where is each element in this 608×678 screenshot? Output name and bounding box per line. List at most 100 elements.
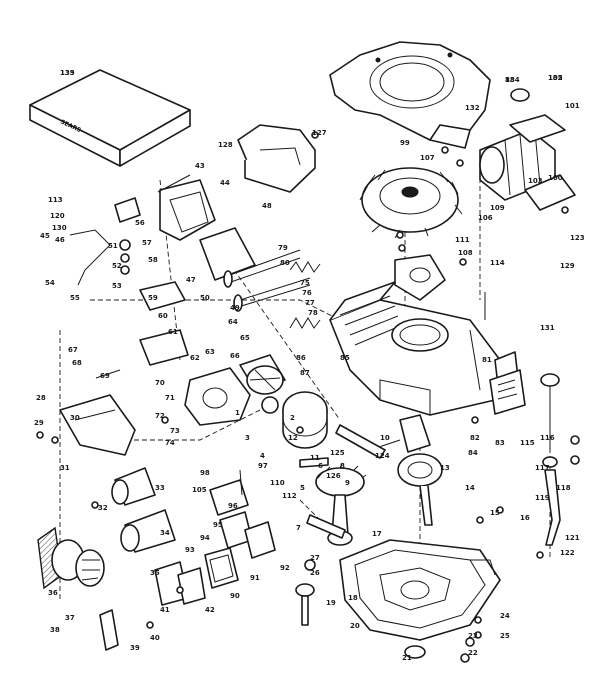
part-callout-52: 52	[112, 262, 122, 270]
part-callout-135: 135	[548, 74, 563, 82]
part-callout-70: 70	[155, 379, 165, 387]
part-callout-131: 131	[540, 324, 555, 332]
part-callout-6: 6	[318, 462, 323, 470]
part-callout-44: 44	[220, 179, 230, 187]
muffler-assembly	[479, 88, 576, 211]
fuel-filter	[111, 467, 156, 506]
part-callout-112: 112	[282, 492, 297, 500]
part-callout-9: 9	[345, 479, 350, 487]
part-callout-21: 21	[402, 654, 412, 662]
part-callout-75: 75	[300, 279, 310, 287]
governor-gear	[295, 559, 316, 626]
part-callout-94: 94	[200, 534, 210, 542]
part-callout-30: 30	[70, 414, 80, 422]
part-callout-38: 38	[50, 626, 60, 634]
part-callout-20: 20	[350, 622, 360, 630]
part-callout-127: 127	[312, 129, 327, 137]
part-callout-125: 125	[330, 449, 345, 457]
part-callout-119: 119	[535, 494, 550, 502]
bottom-hardware	[404, 616, 482, 663]
part-callout-74: 74	[165, 439, 175, 447]
part-callout-87: 87	[300, 369, 310, 377]
part-callout-39: 39	[130, 644, 140, 652]
part-callout-98: 98	[200, 469, 210, 477]
part-callout-108: 108	[458, 249, 473, 257]
part-callout-100: 100	[548, 174, 563, 182]
part-callout-96: 96	[228, 502, 238, 510]
part-callout-57: 57	[142, 239, 152, 247]
part-callout-33: 33	[155, 484, 165, 492]
part-callout-60: 60	[158, 312, 168, 320]
part-callout-18: 18	[348, 594, 358, 602]
control-shroud	[59, 394, 136, 456]
part-callout-83: 83	[495, 439, 505, 447]
part-callout-5: 5	[300, 484, 305, 492]
part-callout-129: 129	[560, 262, 575, 270]
part-callout-72: 72	[155, 412, 165, 420]
part-callout-45: 45	[40, 232, 50, 240]
part-callout-69: 69	[100, 372, 110, 380]
part-callout-123: 123	[570, 234, 585, 242]
part-callout-36: 36	[48, 589, 58, 597]
part-callout-134: 134	[505, 76, 520, 84]
part-callout-103: 103	[528, 177, 543, 185]
governor-linkage	[69, 179, 256, 311]
part-callout-22: 22	[468, 649, 478, 657]
part-callout-8: 8	[340, 462, 345, 470]
part-callout-15: 15	[490, 509, 500, 517]
part-callout-81: 81	[482, 356, 492, 364]
part-callout-34: 34	[160, 529, 170, 537]
part-callout-122: 122	[560, 549, 575, 557]
part-callout-85: 85	[340, 354, 350, 362]
part-callout-37: 37	[65, 614, 75, 622]
part-callout-4: 4	[260, 452, 265, 460]
part-callout-106: 106	[478, 214, 493, 222]
part-callout-50: 50	[200, 294, 210, 302]
part-callout-23: 23	[468, 632, 478, 640]
part-callout-66: 66	[230, 352, 240, 360]
part-callout-28: 28	[36, 394, 46, 402]
part-callout-130: 130	[52, 224, 67, 232]
valves-and-springs	[223, 249, 321, 329]
part-callout-92: 92	[280, 564, 290, 572]
part-callout-116: 116	[540, 434, 555, 442]
part-callout-62: 62	[190, 354, 200, 362]
piston	[261, 391, 328, 449]
part-callout-3: 3	[245, 434, 250, 442]
part-callout-12: 12	[288, 434, 298, 442]
part-callout-46: 46	[55, 236, 65, 244]
part-callout-86: 86	[296, 354, 306, 362]
part-callout-102: 102	[548, 74, 563, 82]
crankshaft	[369, 414, 443, 526]
part-callout-84: 84	[468, 449, 478, 457]
part-callout-24: 24	[500, 612, 510, 620]
ignition-parts	[394, 254, 486, 320]
part-callout-58: 58	[148, 256, 158, 264]
part-callout-126: 126	[326, 472, 341, 480]
part-callout-56: 56	[135, 219, 145, 227]
carburetor	[139, 329, 286, 426]
breather	[489, 369, 526, 415]
flywheel	[359, 167, 463, 239]
air-cleaner-cover	[237, 124, 316, 193]
part-callout-32: 32	[98, 504, 108, 512]
part-callout-93: 93	[185, 546, 195, 554]
part-callout-19: 19	[326, 599, 336, 607]
part-callout-113: 113	[48, 196, 63, 204]
part-callout-68: 68	[72, 359, 82, 367]
part-callout-7: 7	[296, 524, 301, 532]
part-callout-132: 132	[465, 104, 480, 112]
part-callout-41: 41	[160, 606, 170, 614]
part-callout-128: 128	[218, 141, 233, 149]
part-callout-80: 80	[280, 259, 290, 267]
part-callout-11: 11	[310, 454, 320, 462]
part-callout-55: 55	[70, 294, 80, 302]
part-callout-13: 13	[440, 464, 450, 472]
part-callout-79: 79	[278, 244, 288, 252]
part-callout-133: 133	[60, 69, 75, 77]
part-callout-47: 47	[186, 276, 196, 284]
part-callout-121: 121	[565, 534, 580, 542]
part-callout-51: 51	[108, 242, 118, 250]
part-callout-114: 114	[490, 259, 505, 267]
